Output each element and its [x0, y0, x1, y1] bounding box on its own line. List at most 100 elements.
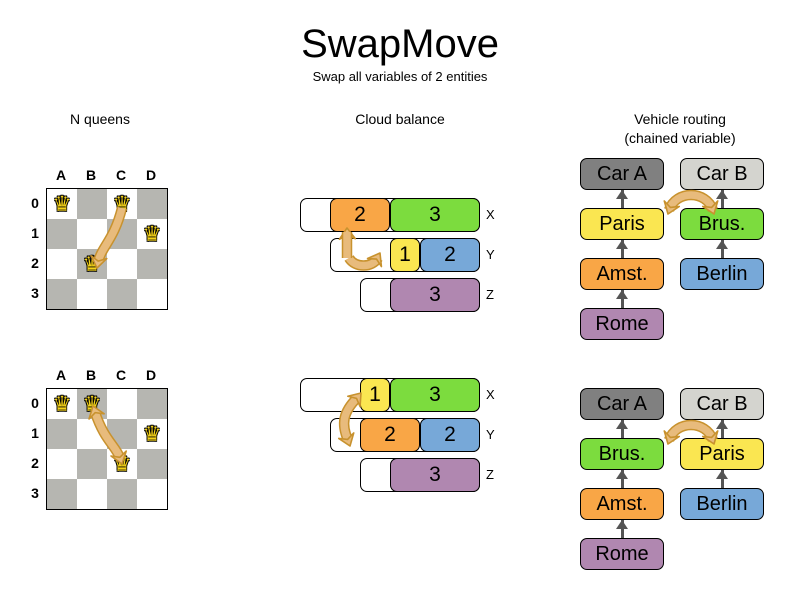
chain-link-arrowhead [716, 240, 728, 249]
nqueens-cell[interactable] [137, 479, 167, 509]
customer-node[interactable]: Brus. [680, 208, 764, 240]
nqueens-cell[interactable] [47, 479, 77, 509]
chain-link-arrowhead [716, 470, 728, 479]
nqueens-cell[interactable] [77, 189, 107, 219]
customer-node[interactable]: Berlin [680, 258, 764, 290]
nqueens-cell[interactable] [107, 249, 137, 279]
nqueens-rank-label-1: 1 [31, 225, 39, 241]
cloudbalance-process-block[interactable]: 3 [390, 378, 480, 412]
cloudbalance-computer-label-x: X [486, 207, 495, 222]
nqueens-cell[interactable] [47, 419, 77, 449]
nqueens-cell[interactable] [107, 479, 137, 509]
chain-link-line [620, 190, 624, 208]
customer-node[interactable]: Rome [580, 538, 664, 570]
nqueens-cell[interactable] [137, 449, 167, 479]
cloudbalance-computer-label-y: Y [486, 427, 495, 442]
nqueens-cell[interactable] [47, 449, 77, 479]
cloudbalance-computer-label-z: Z [486, 287, 494, 302]
vehicle-node[interactable]: Car A [580, 158, 664, 190]
cloudbalance-computer-label-y: Y [486, 247, 495, 262]
customer-node[interactable]: Amst. [580, 488, 664, 520]
nqueens-cell[interactable] [107, 219, 137, 249]
nqueens-cell[interactable] [77, 389, 107, 419]
nqueens-rank-label-3: 3 [31, 485, 39, 501]
cloudbalance-process-block[interactable]: 2 [420, 238, 480, 272]
chain-link-line [620, 240, 624, 258]
customer-node[interactable]: Amst. [580, 258, 664, 290]
chain-link-arrowhead [616, 290, 628, 299]
cloudbalance-computer-label-x: X [486, 387, 495, 402]
nqueens-cell[interactable] [47, 219, 77, 249]
nqueens-cell[interactable] [107, 419, 137, 449]
customer-node[interactable]: Paris [680, 438, 764, 470]
nqueens-cell[interactable] [107, 189, 137, 219]
nqueens-cell[interactable] [137, 219, 167, 249]
nqueens-cell[interactable] [77, 219, 107, 249]
chain-link-arrowhead [716, 190, 728, 199]
nqueens-cell[interactable] [47, 249, 77, 279]
chain-link-arrowhead [716, 420, 728, 429]
customer-node[interactable]: Rome [580, 308, 664, 340]
nqueens-cell[interactable] [47, 189, 77, 219]
nqueens-rank-label-0: 0 [31, 395, 39, 411]
cloudbalance-process-block[interactable]: 2 [330, 198, 390, 232]
vehicle-node[interactable]: Car B [680, 158, 764, 190]
customer-node[interactable]: Paris [580, 208, 664, 240]
cloudbalance-process-block[interactable]: 1 [360, 378, 390, 412]
column-heading-vehiclerouting: Vehicle routing (chained variable) [600, 110, 760, 148]
chain-link-arrowhead [616, 520, 628, 529]
nqueens-cell[interactable] [107, 449, 137, 479]
chain-link-arrowhead [616, 470, 628, 479]
nqueens-file-label-c: C [115, 167, 127, 183]
column-heading-cloudbalance: Cloud balance [355, 111, 445, 127]
nqueens-cell[interactable] [107, 389, 137, 419]
page-subtitle: Swap all variables of 2 entities [312, 69, 488, 84]
cloudbalance-process-block[interactable]: 3 [390, 198, 480, 232]
vehicle-node[interactable]: Car A [580, 388, 664, 420]
column-heading-vehiclerouting-line1: Vehicle routing [634, 111, 726, 127]
cloudbalance-process-block[interactable]: 2 [420, 418, 480, 452]
nqueens-cell[interactable] [77, 449, 107, 479]
chain-link-line [720, 470, 724, 488]
nqueens-cell[interactable] [137, 419, 167, 449]
nqueens-file-label-d: D [145, 367, 157, 383]
cloudbalance-process-block[interactable]: 3 [390, 278, 480, 312]
nqueens-cell[interactable] [77, 249, 107, 279]
nqueens-cell[interactable] [137, 249, 167, 279]
column-heading-nqueens: N queens [70, 111, 130, 127]
nqueens-rank-label-0: 0 [31, 195, 39, 211]
nqueens-file-label-a: A [55, 367, 67, 383]
chain-link-arrowhead [616, 240, 628, 249]
cloudbalance-process-block[interactable]: 2 [360, 418, 420, 452]
nqueens-cell[interactable] [107, 279, 137, 309]
nqueens-cell[interactable] [137, 189, 167, 219]
nqueens-cell[interactable] [47, 279, 77, 309]
nqueens-cell[interactable] [137, 389, 167, 419]
customer-node[interactable]: Brus. [580, 438, 664, 470]
vehicle-node[interactable]: Car B [680, 388, 764, 420]
nqueens-file-label-c: C [115, 367, 127, 383]
nqueens-cell[interactable] [137, 279, 167, 309]
chain-link-arrowhead [616, 190, 628, 199]
customer-node[interactable]: Berlin [680, 488, 764, 520]
column-heading-vehiclerouting-line2: (chained variable) [624, 130, 736, 146]
cloudbalance-computer-label-z: Z [486, 467, 494, 482]
nqueens-cell[interactable] [47, 389, 77, 419]
chain-link-line [720, 240, 724, 258]
nqueens-cell[interactable] [77, 479, 107, 509]
nqueens-rank-label-2: 2 [31, 255, 39, 271]
nqueens-cell[interactable] [77, 279, 107, 309]
nqueens-grid-before: ♛♛♛♛ [46, 188, 168, 310]
chain-link-arrowhead [616, 420, 628, 429]
nqueens-cell[interactable] [77, 419, 107, 449]
cloudbalance-process-block[interactable]: 3 [390, 458, 480, 492]
chain-link-line [720, 190, 724, 208]
cloudbalance-process-block[interactable]: 1 [390, 238, 420, 272]
